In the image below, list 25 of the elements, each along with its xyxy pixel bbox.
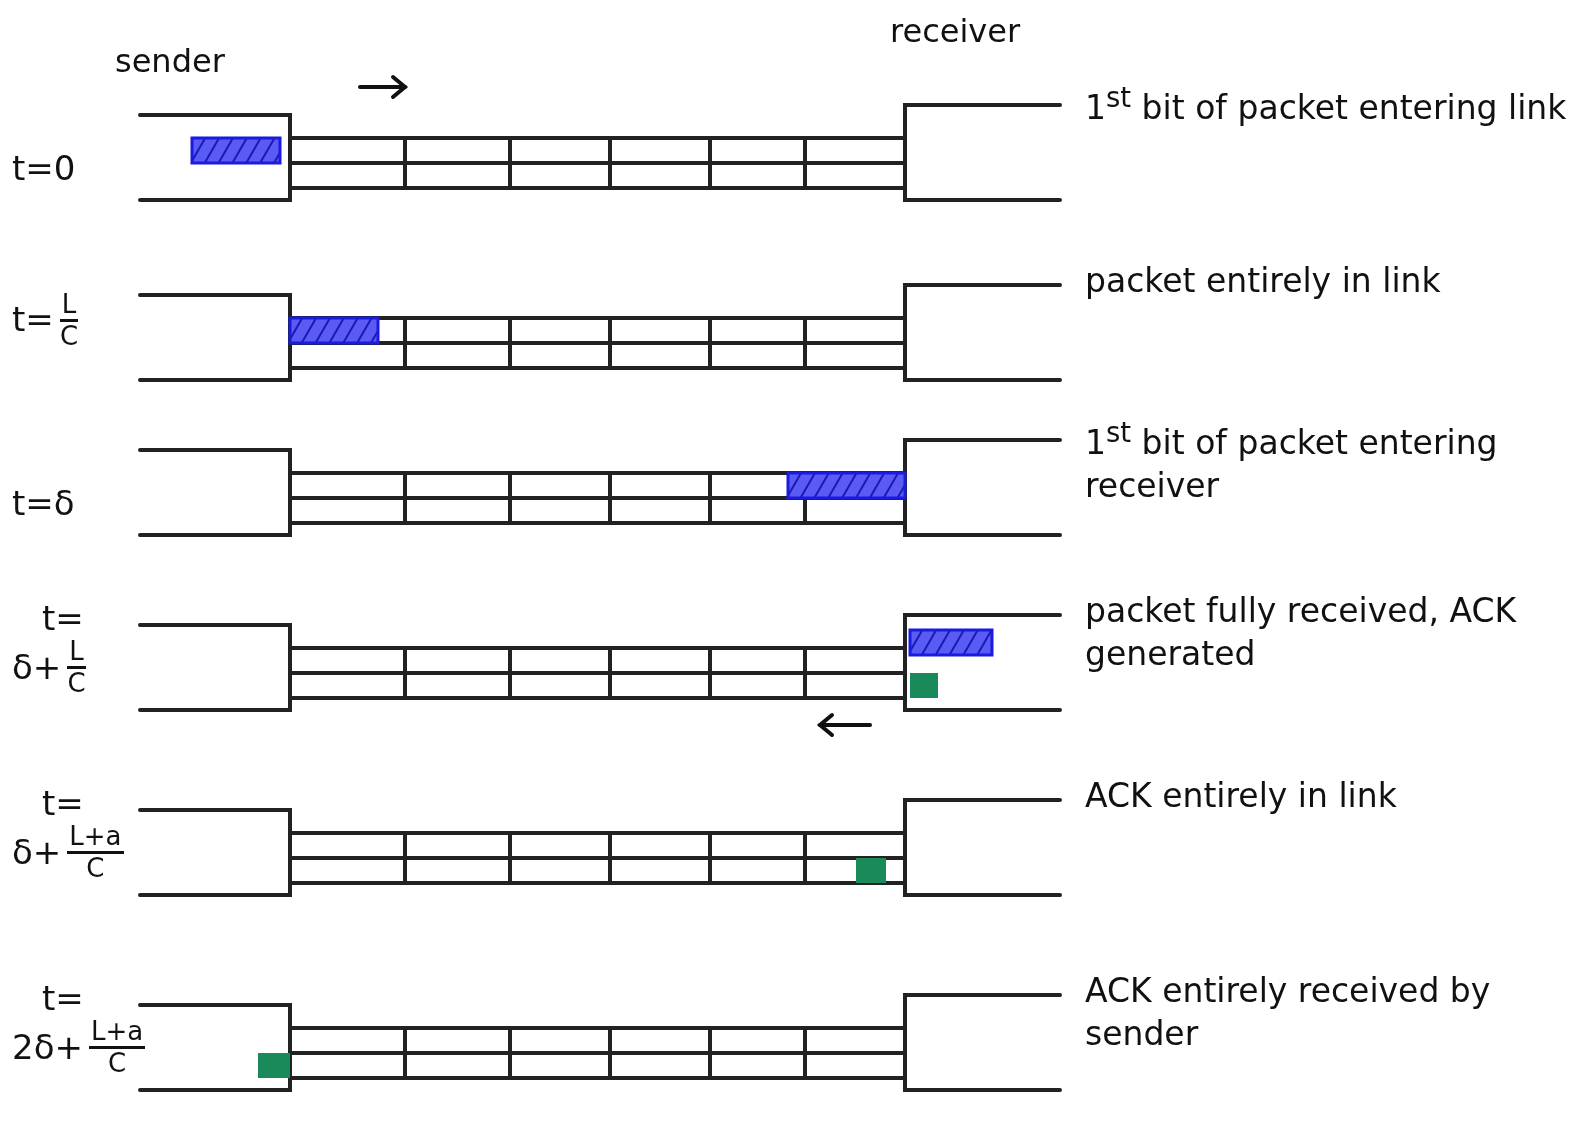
receiver-label: receiver <box>890 12 1021 50</box>
fraction-numerator: L+a <box>88 1017 146 1049</box>
event-description: 1$^{st}$ bit of packet entering link <box>1085 80 1568 129</box>
fraction-numerator: L <box>67 637 86 669</box>
time-label: δ+ <box>12 648 62 687</box>
fraction-denominator: C <box>60 321 79 351</box>
fraction-denominator: C <box>86 854 105 883</box>
event-description: packet fully received, ACK generated <box>1085 590 1518 675</box>
time-label: 2δ+ <box>12 1028 83 1067</box>
time-label: t= <box>12 301 54 339</box>
fraction-numerator: L+a <box>67 822 124 854</box>
fraction-numerator: L <box>59 290 79 322</box>
event-description: 1$^{st}$ bit of packet entering receiver <box>1085 415 1499 507</box>
time-label: t=0 <box>12 150 76 188</box>
time-label: t=δ <box>12 485 75 523</box>
event-description: packet entirely in link <box>1085 260 1442 302</box>
event-description: ACK entirely in link <box>1085 775 1398 817</box>
sender-label: sender <box>115 42 225 80</box>
event-description: ACK entirely received by sender <box>1085 970 1492 1055</box>
fraction-denominator: C <box>67 669 86 698</box>
fraction-denominator: C <box>107 1049 127 1078</box>
time-label: t= <box>41 980 84 1018</box>
time-label: δ+ <box>12 833 62 872</box>
time-label: t= <box>41 600 84 638</box>
time-label: t= <box>41 785 84 823</box>
